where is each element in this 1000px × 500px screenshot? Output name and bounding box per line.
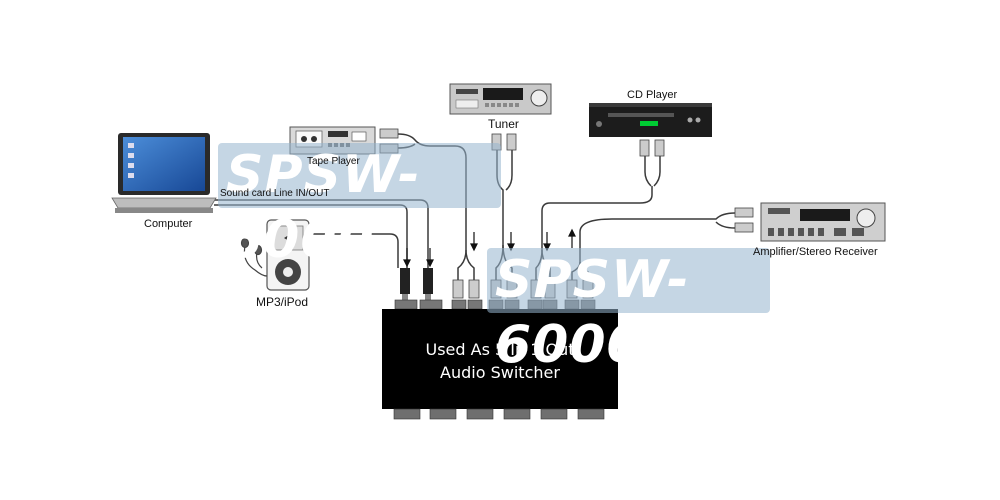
tuner-label: Tuner (488, 117, 519, 131)
ipod-icon (266, 219, 310, 291)
cd-cable-a (644, 155, 652, 187)
amp-cable-b (715, 221, 736, 229)
tape-player-label: Tape Player (307, 156, 360, 167)
amplifier-label: Amplifier/Stereo Receiver (753, 246, 878, 258)
earphones-icon (240, 237, 268, 277)
tuner-icon (449, 83, 552, 115)
sound-card-label: Sound card Line IN/OUT (220, 188, 330, 199)
mp3-cable (308, 233, 399, 268)
cd-player-label: CD Player (627, 89, 678, 101)
watermark-upper: SPSW-6000 (218, 143, 501, 270)
computer-label: Computer (144, 218, 193, 230)
cd-cable-b (653, 155, 661, 187)
laptop-icon (111, 133, 217, 213)
switcher-line-1: Used As 5 In 1 Out (425, 340, 575, 359)
watermark-lower: SPSW-6000 (487, 248, 770, 375)
signal-arrows (403, 228, 576, 268)
mp3-label: MP3/iPod (256, 295, 309, 309)
amplifier-icon (760, 202, 886, 242)
cd-player-icon (589, 103, 712, 137)
switcher-caption: Used As 5 In 1 Out Audio Switcher (382, 338, 618, 384)
switcher-line-2: Audio Switcher (440, 363, 560, 382)
amp-cable-a (579, 212, 736, 262)
